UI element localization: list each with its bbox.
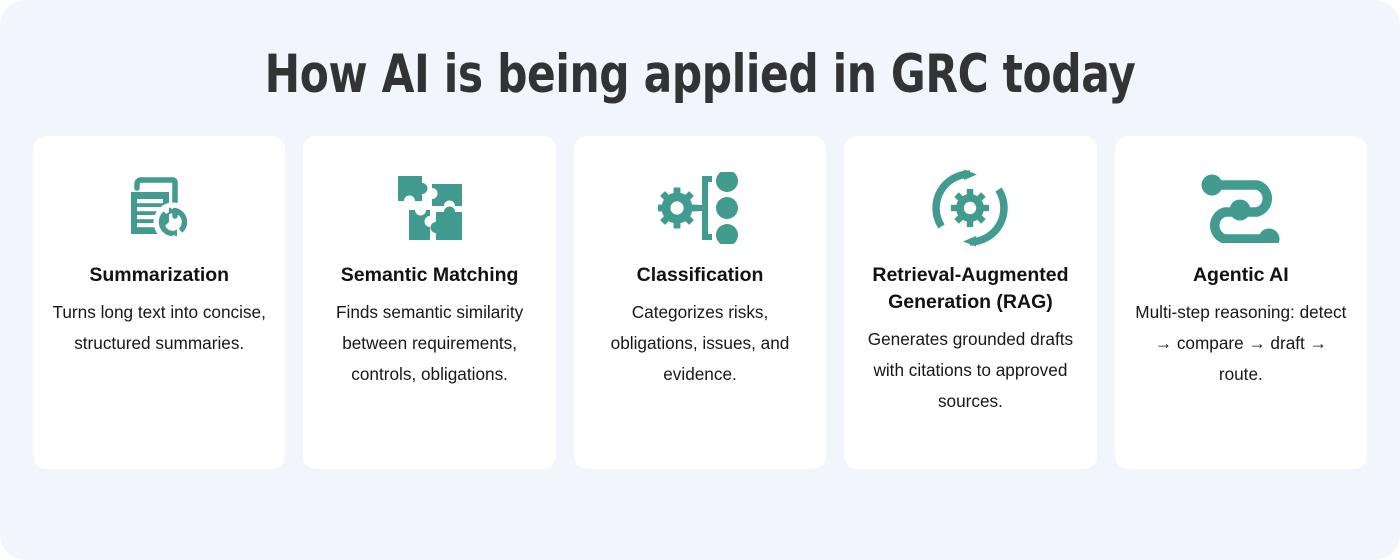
card-rag[interactable]: Retrieval-Augmented Generation (RAG) Gen…	[844, 136, 1097, 469]
card-description: Generates grounded drafts with citations…	[867, 329, 1074, 411]
card-agentic-ai[interactable]: Agentic AI Multi-step reasoning: detect …	[1114, 136, 1368, 469]
card-title: Summarization	[89, 264, 230, 286]
gear-branch-nodes-icon	[658, 162, 742, 254]
document-summarize-icon	[121, 162, 197, 254]
card-description: Finds semantic similarity between requir…	[336, 302, 524, 384]
card-description: Multi-step reasoning: detect → compare →…	[1135, 302, 1347, 384]
card-title: Agentic AI	[1192, 264, 1289, 286]
card-description: Turns long text into concise, structured…	[52, 302, 266, 353]
card-title: Retrieval-Augmented Generation (RAG)	[872, 264, 1069, 313]
route-nodes-icon	[1199, 162, 1283, 254]
card-summarization[interactable]: Summarization Turns long text into conci…	[33, 136, 286, 469]
card-title: Classification	[636, 264, 764, 286]
card-semantic-matching[interactable]: Semantic Matching Finds semantic similar…	[303, 136, 556, 469]
cards-row: Summarization Turns long text into conci…	[0, 136, 1400, 469]
puzzle-pieces-icon	[394, 162, 466, 254]
card-classification[interactable]: Classification Categorizes risks, obliga…	[573, 136, 827, 469]
card-title: Semantic Matching	[340, 264, 519, 286]
gear-cycle-icon	[931, 162, 1009, 254]
page-title: How AI is being applied in GRC today	[264, 44, 1136, 105]
card-description: Categorizes risks, obligations, issues, …	[610, 302, 790, 384]
